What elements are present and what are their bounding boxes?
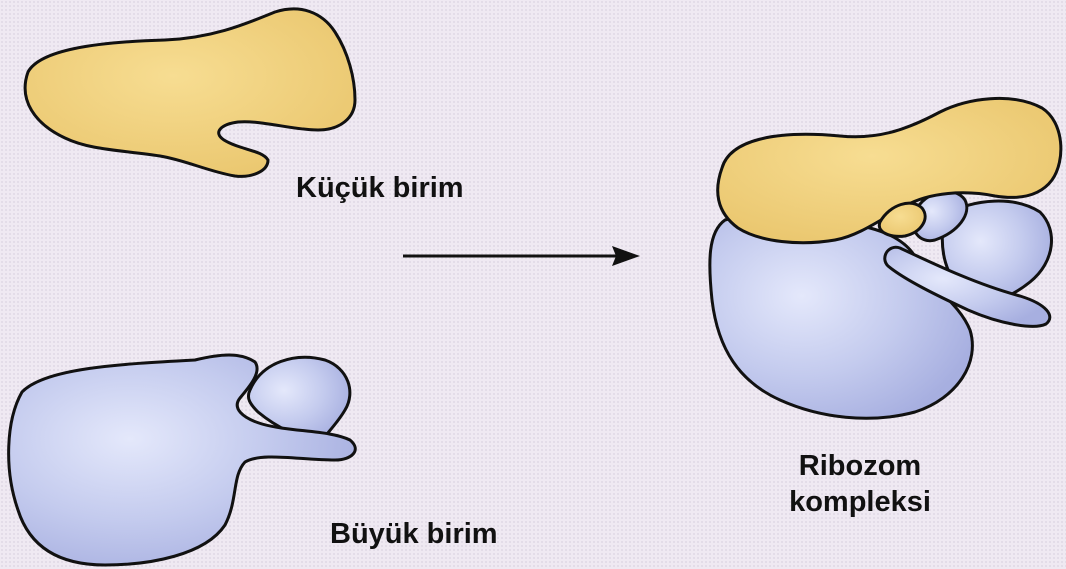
large-subunit-label: Büyük birim (330, 516, 498, 552)
large-subunit-shape (9, 355, 356, 565)
ribosome-complex-shape (710, 98, 1061, 418)
ribosome-complex-label-line2: kompleksi (760, 484, 960, 520)
ribosome-complex-label: Ribozom kompleksi (760, 448, 960, 520)
small-subunit-label: Küçük birim (296, 170, 464, 206)
arrow-right-icon (403, 246, 640, 266)
small-subunit-shape (25, 9, 355, 176)
ribosome-complex-label-line1: Ribozom (760, 448, 960, 484)
